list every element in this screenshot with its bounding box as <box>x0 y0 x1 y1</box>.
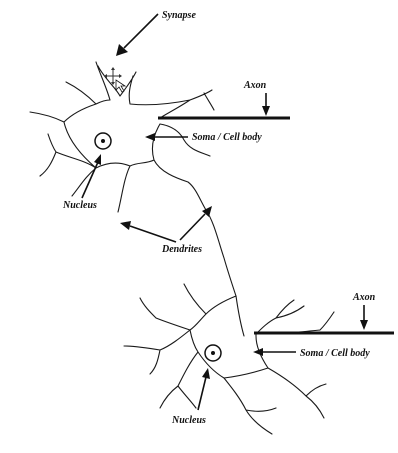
arrowhead-dendrites-left <box>120 221 131 230</box>
arrowhead-axon-top <box>262 106 270 116</box>
label-nucleus-top: Nucleus <box>62 200 97 211</box>
top-neuron <box>30 62 290 296</box>
arrowhead-nucleus-top <box>94 154 101 165</box>
arrow-dendrites-left <box>130 226 176 242</box>
arrowhead-axon-bottom <box>360 320 368 330</box>
arrowhead-nucleus-bottom <box>202 368 210 379</box>
arrow-synapse <box>124 14 158 48</box>
top-neuron-body <box>30 62 288 296</box>
label-soma-top: Soma / Cell body <box>192 132 262 143</box>
label-axon-bottom: Axon <box>352 292 376 303</box>
arrow-nucleus-bottom <box>198 377 206 410</box>
bottom-neuron <box>124 284 394 434</box>
label-nucleus-bottom: Nucleus <box>171 415 206 426</box>
arrow-dendrites-right <box>180 214 205 240</box>
label-dendrites: Dendrites <box>161 244 202 255</box>
bottom-nucleus-dot <box>211 351 215 355</box>
top-nucleus-dot <box>101 139 105 143</box>
label-synapse: Synapse <box>162 10 196 21</box>
label-soma-bottom: Soma / Cell body <box>300 348 370 359</box>
bottom-neuron-body <box>124 284 334 434</box>
label-axon-top: Axon <box>243 80 267 91</box>
arrowhead-soma-top <box>145 133 155 141</box>
